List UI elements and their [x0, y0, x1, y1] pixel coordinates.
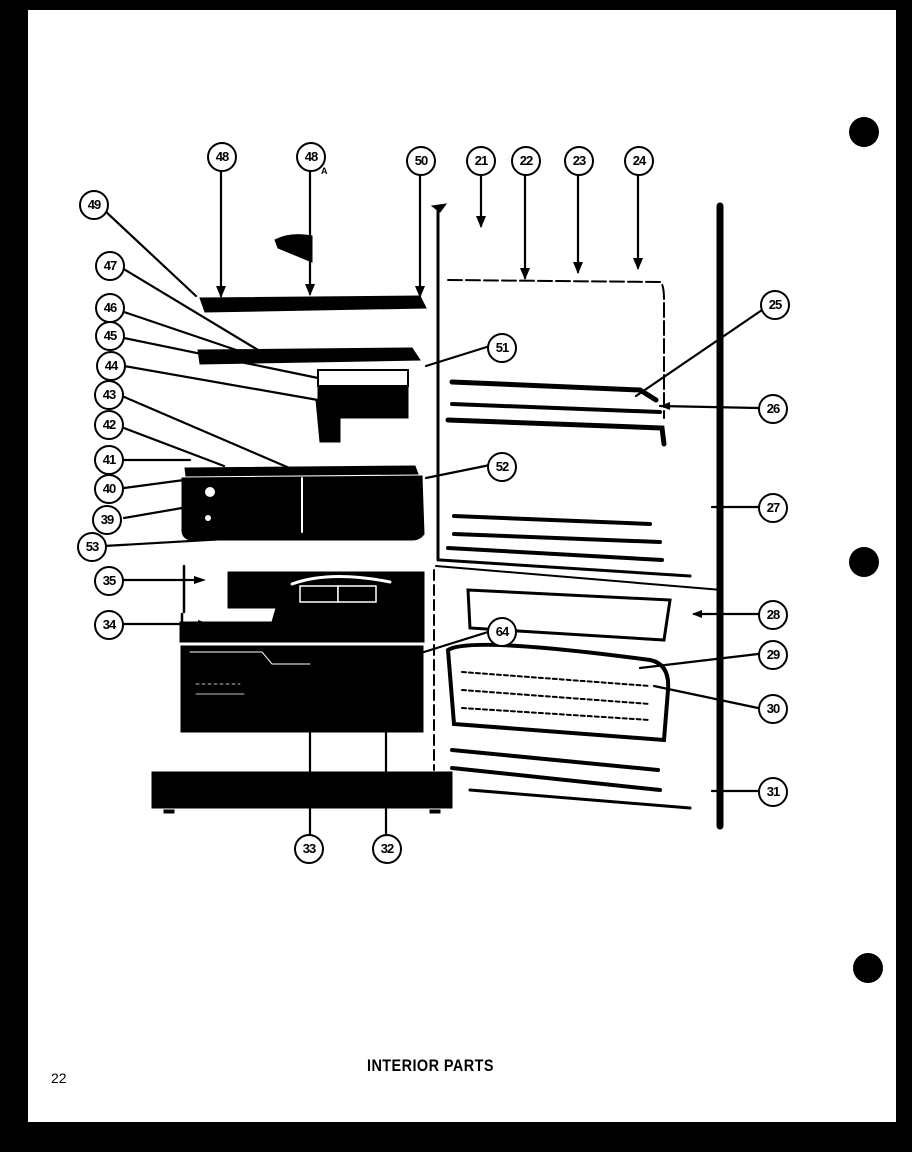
callout-42: 42 [94, 410, 124, 440]
callout-22: 22 [511, 146, 541, 176]
parts-page [28, 10, 896, 1122]
callout-21: 21 [466, 146, 496, 176]
callout-46: 46 [95, 293, 125, 323]
callout-41: 41 [94, 445, 124, 475]
callout-43: 43 [94, 380, 124, 410]
callout-34: 34 [94, 610, 124, 640]
callout-52: 52 [487, 452, 517, 482]
callout-32: 32 [372, 834, 402, 864]
callout-44: 44 [96, 351, 126, 381]
callout-40: 40 [94, 474, 124, 504]
callout-35: 35 [94, 566, 124, 596]
callout-47: 47 [95, 251, 125, 281]
callout-64: 64 [487, 617, 517, 647]
callout-28: 28 [758, 600, 788, 630]
callout-49: 49 [79, 190, 109, 220]
callout-29: 29 [758, 640, 788, 670]
binder-hole-top [849, 117, 879, 147]
callout-45: 45 [95, 321, 125, 351]
page-number: 22 [51, 1070, 67, 1086]
callout-26: 26 [758, 394, 788, 424]
callout-50: 50 [406, 146, 436, 176]
callout-39: 39 [92, 505, 122, 535]
callout-27: 27 [758, 493, 788, 523]
callout-48: 48 [207, 142, 237, 172]
callout-24: 24 [624, 146, 654, 176]
callout-33: 33 [294, 834, 324, 864]
callout-25: 25 [760, 290, 790, 320]
callout-23: 23 [564, 146, 594, 176]
binder-hole-middle [849, 547, 879, 577]
callout-48a: 48 [296, 142, 326, 172]
callout-48a-suffix: A [321, 166, 328, 176]
page-title: INTERIOR PARTS [367, 1056, 494, 1075]
callout-31: 31 [758, 777, 788, 807]
callout-30: 30 [758, 694, 788, 724]
callout-53: 53 [77, 532, 107, 562]
callout-51: 51 [487, 333, 517, 363]
binder-hole-bottom [853, 953, 883, 983]
